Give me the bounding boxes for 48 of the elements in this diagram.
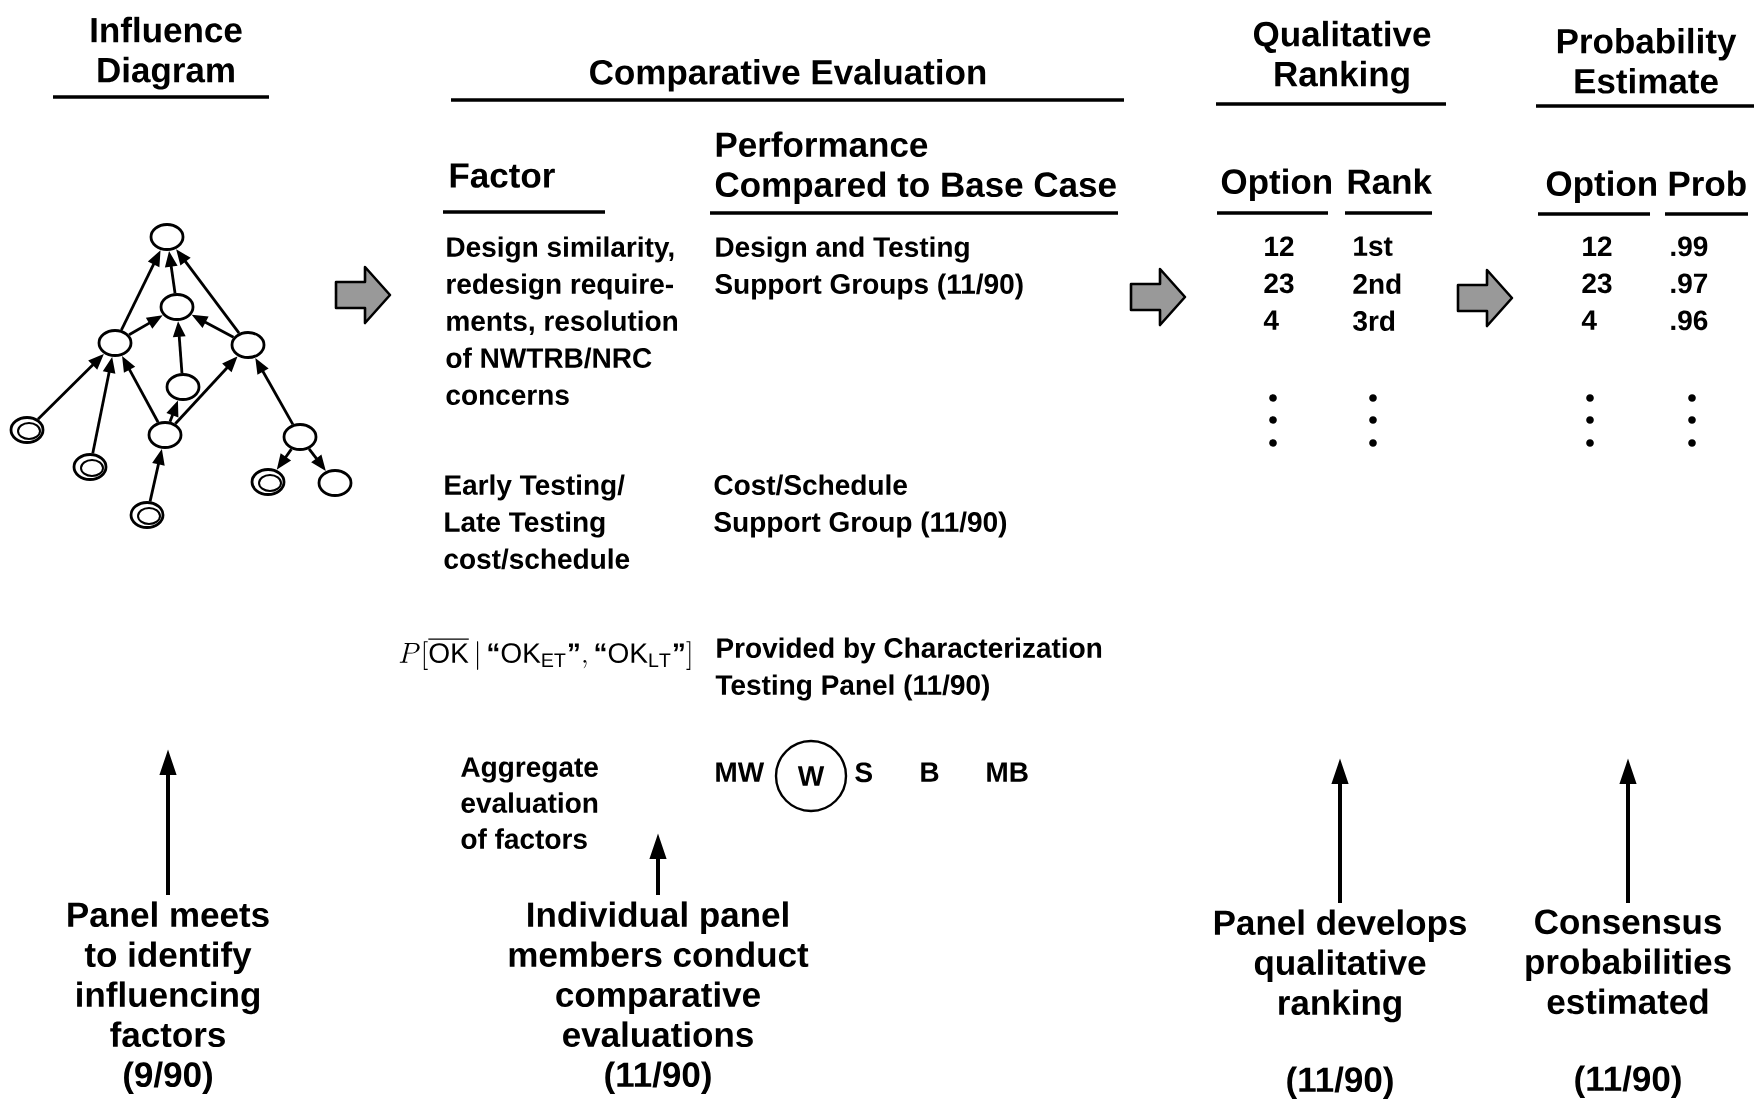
step-description: Consensus probabilities estimated (11/90) — [1526, 909, 1731, 1099]
table-cell: 1st — [1354, 236, 1393, 256]
step-description: Individual panel members conduct comparative evaluations (11/90) — [509, 901, 809, 1095]
column-subheading: Option — [1217, 168, 1331, 215]
factor-text: Design similarity, redesign require- ments, resolution of NWTRB/NRC concerns — [446, 236, 677, 405]
ellipse-node — [149, 223, 185, 251]
ellipse-node — [317, 469, 353, 497]
rating-scale-text: MB — [987, 762, 1028, 782]
ellipse-node — [282, 423, 318, 451]
evaluation-source-text: Provided by Characterization Testing Panel (11/90) — [715, 637, 1102, 701]
table-cell: 23 — [1264, 273, 1294, 294]
table-cell: .96 — [1671, 310, 1708, 331]
ellipse-node — [165, 373, 201, 401]
column-heading: Qualitative Ranking — [1216, 20, 1446, 106]
evaluation-source-text: Design and Testing Support Groups (11/90) — [715, 236, 1023, 300]
column-subheading: Prob — [1665, 170, 1748, 216]
column-subheading: Rank — [1345, 168, 1433, 215]
ellipse-node — [159, 293, 195, 321]
double-ellipse-node — [250, 468, 286, 496]
table-cell: 2nd — [1353, 273, 1401, 294]
table-cell: 4 — [1263, 310, 1279, 330]
ellipse-node — [147, 421, 183, 449]
table-cell: .99 — [1671, 236, 1708, 257]
ellipse-node — [97, 329, 133, 357]
table-cell: 4 — [1581, 310, 1597, 330]
step-description: Panel develops qualitative ranking (11/90) — [1214, 909, 1466, 1100]
evaluation-source-text: Cost/Schedule Support Group (11/90) — [714, 474, 1007, 538]
formula: $P[\overline{\mathrm{OK}}\,|\,\text{``}\mathrm{OK}_{\mathrm{ET}}\text{''},\text{``}\mathrm{OK}_{\mathrm{LT}}\text{''}]$ — [399, 639, 691, 670]
table-cell: 3rd — [1353, 310, 1395, 331]
column-subheading: Factor — [443, 163, 605, 214]
double-ellipse-node — [9, 416, 45, 444]
column-subheading: Option — [1538, 170, 1656, 216]
rating-scale-text: B — [921, 762, 939, 782]
column-subheading: Performance Compared to Base Case — [710, 131, 1118, 215]
table-cell: 12 — [1583, 236, 1612, 256]
ellipse-node — [230, 331, 266, 359]
aggregate-text: Aggregate evaluation of factors — [461, 757, 598, 849]
column-heading: Influence Diagram — [53, 16, 269, 99]
circled-rating: W — [774, 739, 848, 813]
double-ellipse-node — [72, 453, 108, 481]
table-cell: 12 — [1265, 236, 1294, 256]
table-cell: .97 — [1671, 273, 1708, 294]
table-cell: 23 — [1582, 273, 1612, 294]
double-ellipse-node — [129, 501, 165, 529]
factor-text: Early Testing/ Late Testing cost/schedule — [444, 474, 630, 570]
column-heading: Probability Estimate — [1536, 27, 1754, 108]
step-description: Panel meets to identify influencing factors (9/90) — [68, 901, 269, 1095]
column-heading: Comparative Evaluation — [451, 58, 1124, 102]
